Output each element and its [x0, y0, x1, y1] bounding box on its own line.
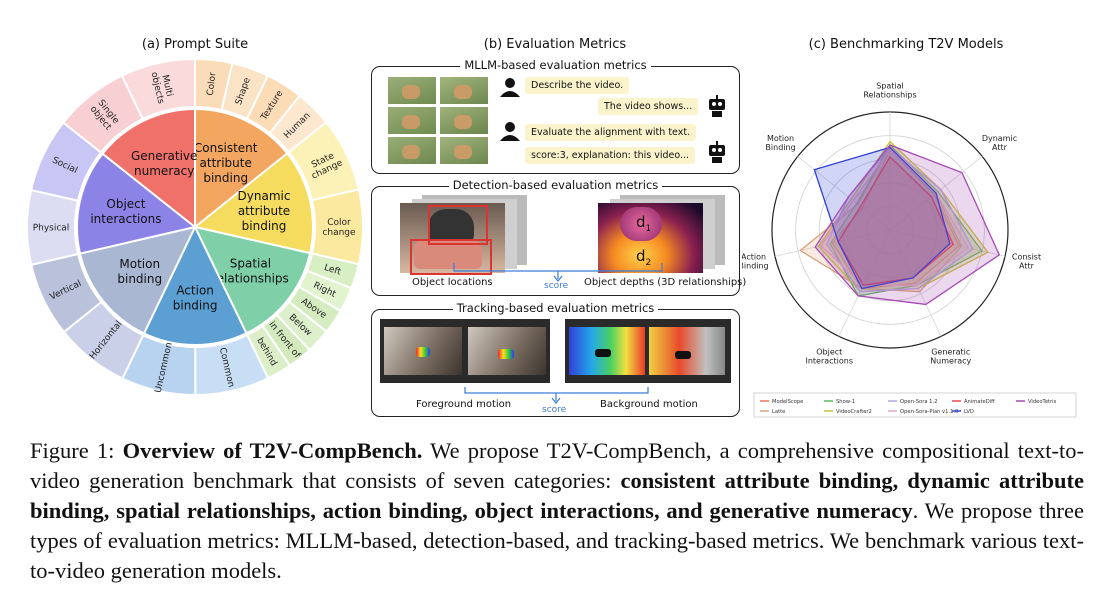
tracking-metrics-box: Tracking-based evaluation metrics Foregr…	[371, 301, 740, 417]
figure-caption: Figure 1: Overview of T2V-CompBench. We …	[30, 436, 1084, 586]
panel-c-title: (c) Benchmarking T2V Models	[808, 37, 1004, 52]
wheel-subcategory-label: Color	[206, 71, 219, 96]
question-bubble-2: Evaluate the alignment with text.	[525, 124, 697, 141]
depth-frame-stack: d1 d2	[590, 195, 730, 275]
radar-spoke	[889, 229, 1006, 257]
legend-label: VideoCrafter2	[836, 409, 872, 415]
caption-text-1: We propose T2V-CompBench, a comprehensiv…	[30, 438, 1084, 493]
caption-categories: consistent attribute binding, dynamic at…	[30, 468, 1084, 523]
user-icon	[500, 122, 520, 141]
question-bubble-1: Describe the video.	[525, 77, 630, 94]
legend-label: Open-Sora 1.2	[900, 399, 937, 405]
legend-label: LVD	[964, 409, 974, 415]
mllm-metrics-title: MLLM-based evaluation metrics	[460, 58, 651, 72]
radar-series-open-sora-plan-v1-1-0	[820, 148, 970, 286]
depth-label-2: d2	[636, 247, 652, 268]
radar-series-lvd	[813, 146, 951, 290]
legend-label: AnimateDiff	[964, 399, 995, 405]
detection-metrics-box: Detection-based evaluation metrics d1 d2…	[371, 178, 746, 296]
tracking-metrics-title: Tracking-based evaluation metrics	[452, 301, 659, 315]
wheel-subcategory-multi-objects	[120, 57, 196, 121]
legend-label: Latte	[772, 409, 785, 415]
answer-bubble-1: The video shows...	[598, 98, 699, 115]
answer-bubble-2: score:3, explanation: this video...	[525, 147, 696, 164]
wheel-category-dynamic-attribute-binding	[192, 151, 314, 255]
robot-icon	[709, 95, 725, 117]
background-motion-caption: Background motion	[600, 399, 698, 410]
detection-metrics-title: Detection-based evaluation metrics	[448, 178, 663, 192]
wheel-category-generative-numeracy	[101, 107, 196, 230]
wheel-category-motion-binding	[78, 225, 197, 335]
object-depths-caption: Object depths (3D relationships)	[584, 277, 747, 288]
tracking-score-label: score	[542, 405, 567, 415]
legend-label: ModelScope	[772, 399, 803, 405]
foreground-filmstrip	[380, 319, 550, 383]
panel-b-title: (b) Evaluation Metrics	[483, 37, 627, 52]
wheel-category-consistent-attribute-binding	[194, 107, 289, 230]
object-locations-caption: Object locations	[412, 277, 493, 288]
depth-label-1: d1	[636, 213, 652, 234]
detection-score-label: score	[544, 281, 569, 291]
radar-series-videotetris	[814, 144, 1001, 306]
tracking-score-connector	[464, 387, 649, 404]
cake-frame-stack	[392, 195, 532, 275]
foreground-motion-caption: Foreground motion	[416, 399, 512, 410]
legend-label: Open-Sora-Plan v1.1.0	[900, 409, 958, 415]
caption-text-2: . We propose three types of evaluation m…	[30, 498, 1084, 583]
score-connector	[453, 263, 663, 282]
radar-spoke	[838, 229, 891, 337]
user-icon	[500, 78, 520, 97]
legend-label: Show-1	[836, 399, 855, 405]
radar-spoke	[797, 156, 891, 231]
wheel-category-object-interactions	[76, 152, 198, 255]
caption-label: Figure 1:	[30, 438, 115, 463]
wheel-category-action-binding	[142, 224, 248, 346]
radar-axis-label: ActionBinding	[742, 253, 769, 271]
wheel-subcategory-label: Left	[323, 263, 343, 278]
legend-label: VideoTetris	[1028, 399, 1057, 405]
video-frames-grid	[388, 77, 488, 165]
caption-title: Overview of T2V-CompBench.	[122, 438, 423, 463]
background-filmstrip	[565, 319, 731, 383]
radar-series-animatediff	[837, 155, 955, 286]
panel-a-title: (a) Prompt Suite	[141, 37, 249, 52]
mllm-metrics-box: MLLM-based evaluation metrics Describe t…	[371, 58, 740, 174]
wheel-subcategory-label: Physical	[33, 223, 70, 233]
robot-icon	[709, 141, 725, 163]
wheel-category-spatial-relationships	[193, 225, 312, 335]
